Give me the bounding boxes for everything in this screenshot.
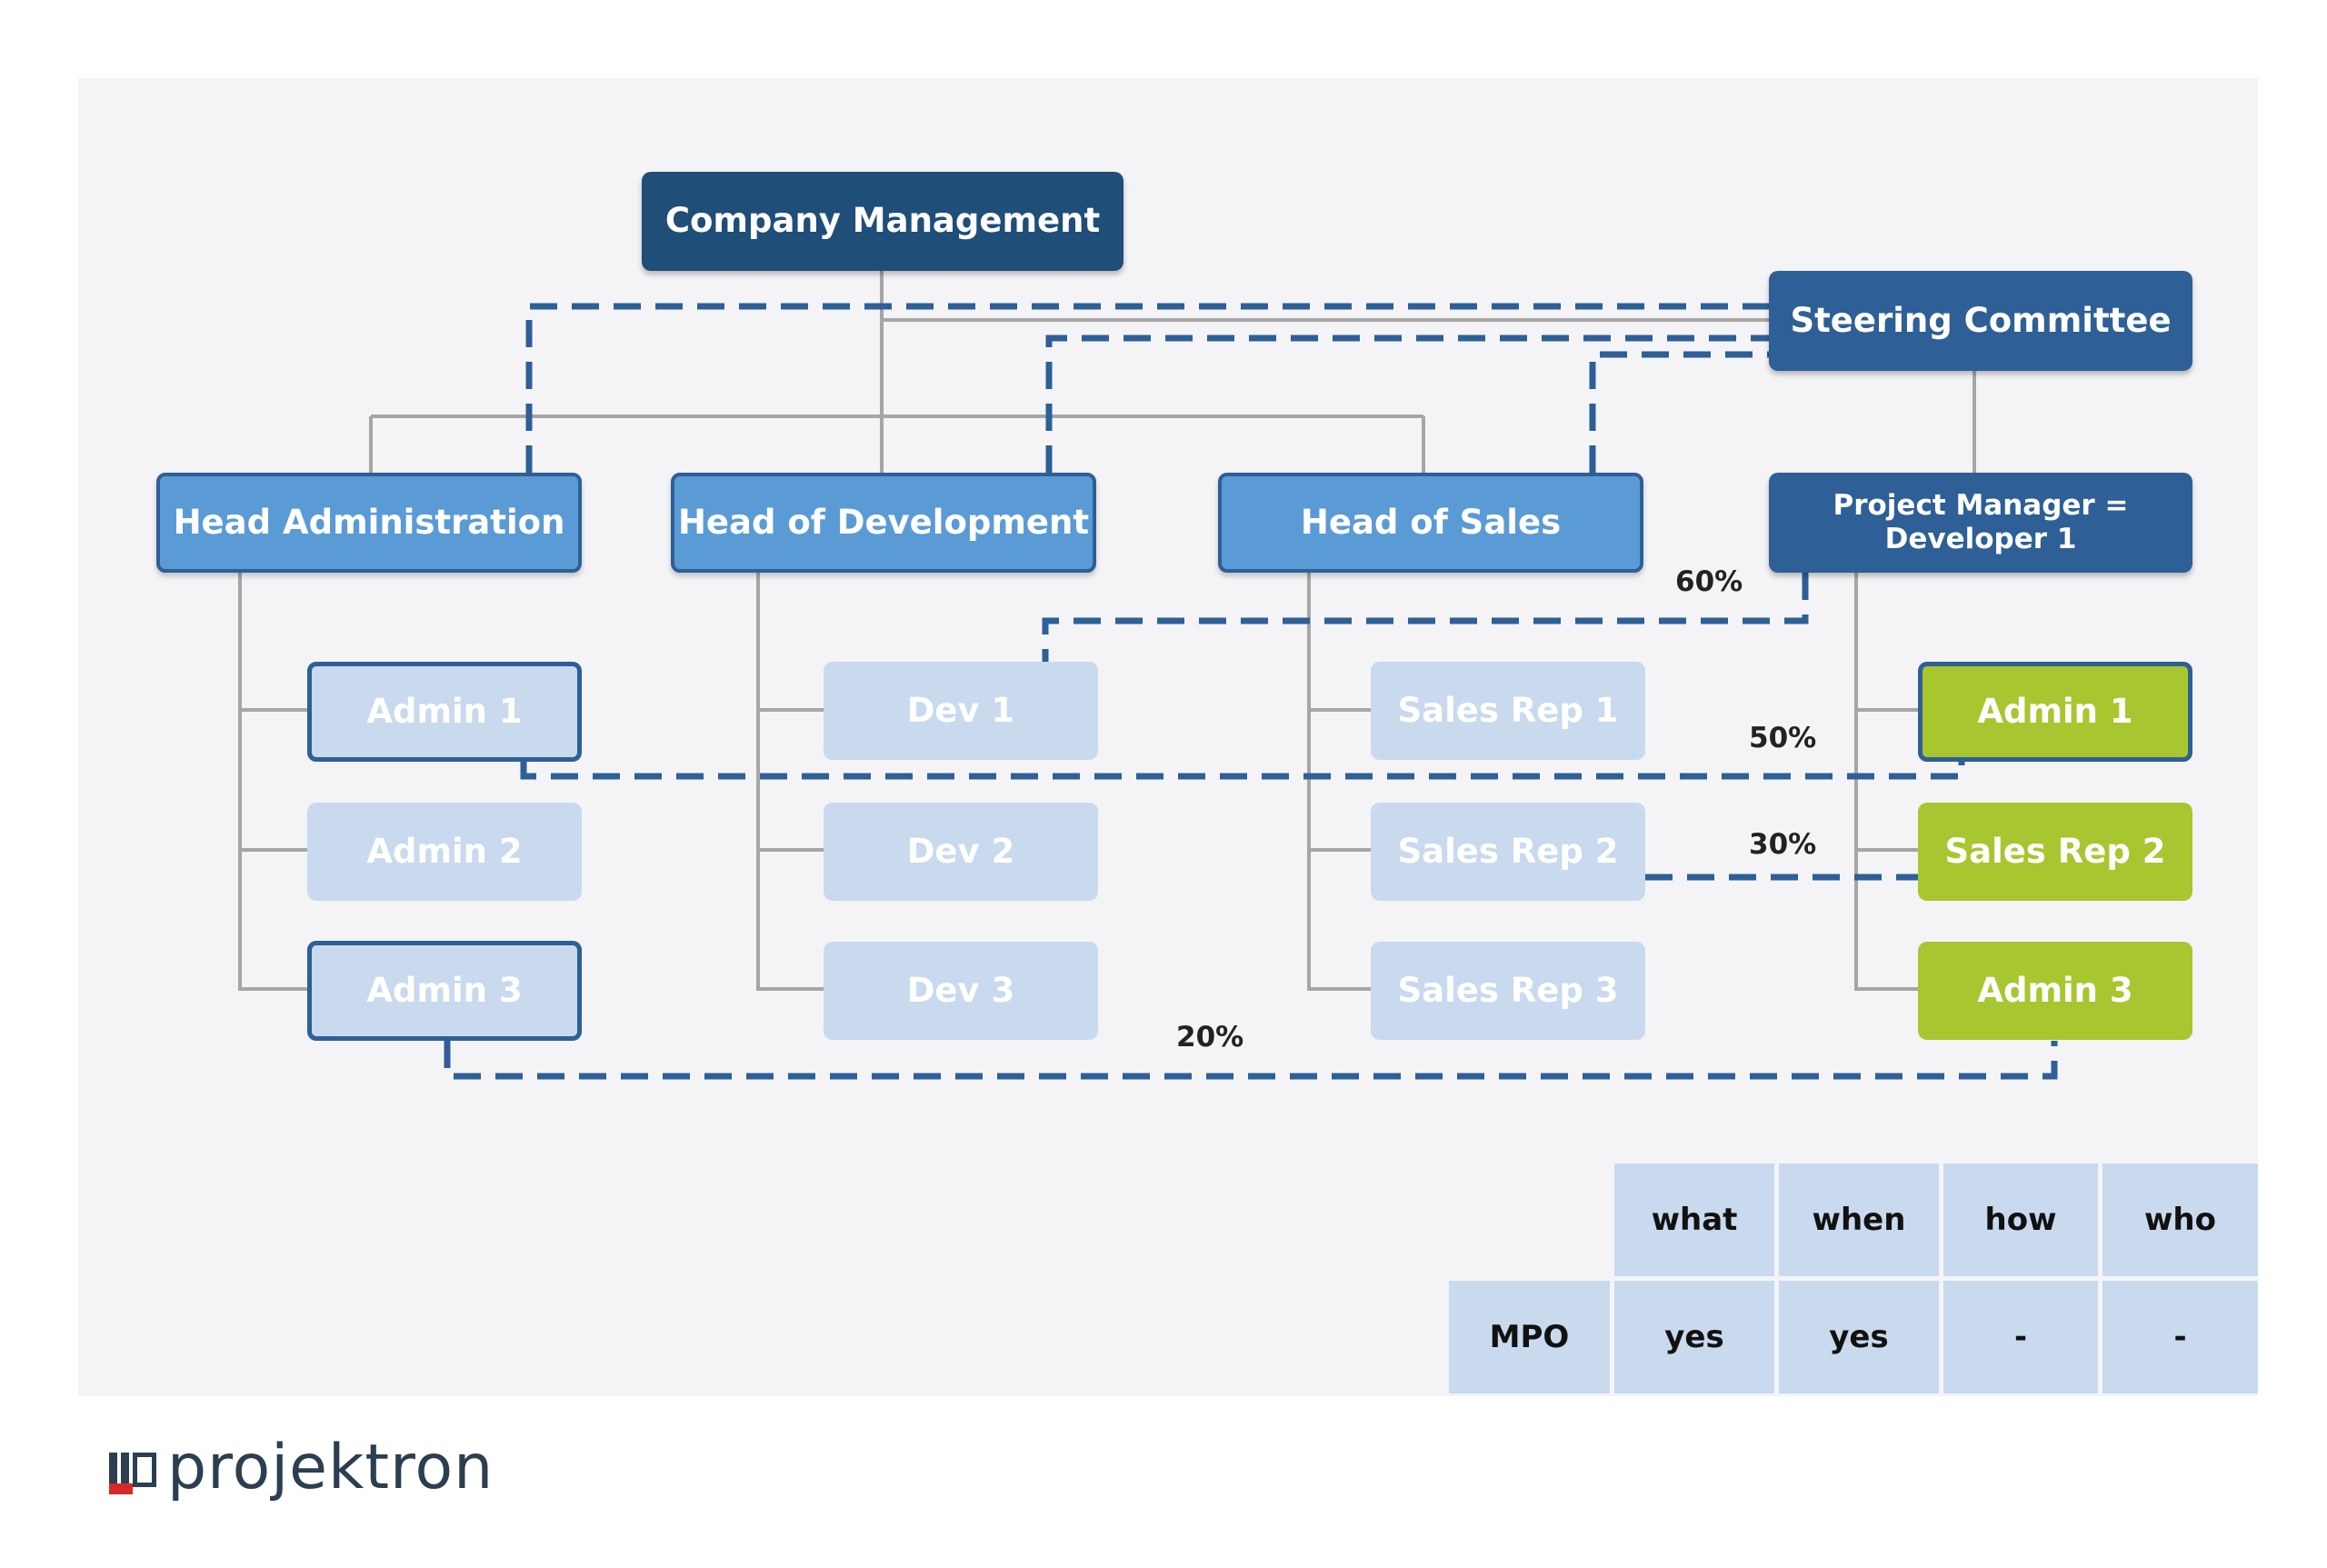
head-administration-label: Head Administration: [173, 502, 565, 542]
table-header-what-text: what: [1651, 1202, 1738, 1238]
admin-1-label: Admin 1: [366, 691, 523, 731]
admin-3-box: Admin 3: [307, 941, 582, 1041]
sales-rep-1-box: Sales Rep 1: [1371, 662, 1645, 760]
head-development-box: Head of Development: [671, 473, 1096, 573]
steering-committee-box: Steering Committee: [1769, 271, 2192, 371]
table-header-when-text: when: [1812, 1202, 1906, 1238]
dev-2-label: Dev 2: [906, 831, 1015, 871]
table-header-how: how: [1943, 1164, 2098, 1276]
project-manager-box: Project Manager = Developer 1: [1769, 473, 2192, 573]
table-header-how-text: how: [1984, 1202, 2057, 1238]
team-sales-rep-2-label: Sales Rep 2: [1944, 831, 2166, 871]
steering-committee-label: Steering Committee: [1790, 300, 2172, 340]
dev-1-box: Dev 1: [824, 662, 1098, 760]
table-header-who-text: who: [2144, 1202, 2216, 1238]
table-cell-who-text: -: [2173, 1319, 2187, 1355]
table-cell-how-text: -: [2013, 1319, 2028, 1355]
project-manager-label-line2: Developer 1: [1884, 523, 2077, 555]
sales-rep-3-box: Sales Rep 3: [1371, 942, 1645, 1040]
dev-3-box: Dev 3: [824, 942, 1098, 1040]
head-development-label: Head of Development: [677, 502, 1090, 542]
company-management-label: Company Management: [664, 201, 1101, 241]
sales-rep-3-label: Sales Rep 3: [1397, 970, 1619, 1010]
head-administration-box: Head Administration: [156, 473, 582, 573]
dev-2-box: Dev 2: [824, 803, 1098, 901]
team-admin-1-box: Admin 1: [1918, 662, 2192, 762]
table-header-when: when: [1779, 1164, 1939, 1276]
table-cell-how: -: [1943, 1281, 2098, 1393]
projektron-logo-text: projektron: [167, 1432, 494, 1503]
company-management-box: Company Management: [642, 172, 1124, 271]
hierarchy-lines: [238, 271, 1976, 991]
admin-2-box: Admin 2: [307, 803, 582, 901]
allocation-30-label: 30%: [1749, 828, 1817, 861]
table-cell-when: yes: [1779, 1281, 1939, 1393]
team-sales-rep-2-box: Sales Rep 2: [1918, 803, 2192, 901]
table-header-what: what: [1614, 1164, 1774, 1276]
dev-3-label: Dev 3: [906, 970, 1015, 1010]
allocation-60-label: 60%: [1675, 565, 1743, 598]
head-sales-box: Head of Sales: [1218, 473, 1643, 573]
sales-rep-2-label: Sales Rep 2: [1397, 831, 1619, 871]
sales-rep-2-box: Sales Rep 2: [1371, 803, 1645, 901]
team-admin-3-box: Admin 3: [1918, 942, 2192, 1040]
team-admin-1-label: Admin 1: [1977, 691, 2133, 731]
projektron-logo: projektron: [109, 1432, 494, 1503]
projektron-logo-icon: [109, 1442, 156, 1494]
table-cell-what: yes: [1614, 1281, 1774, 1393]
sales-rep-1-label: Sales Rep 1: [1397, 690, 1619, 730]
allocation-20-label: 20%: [1176, 1021, 1244, 1054]
table-header-who: who: [2102, 1164, 2258, 1276]
allocation-50-label: 50%: [1749, 722, 1817, 754]
admin-3-label: Admin 3: [366, 970, 523, 1010]
table-cell-when-text: yes: [1829, 1319, 1889, 1355]
dev-1-label: Dev 1: [906, 690, 1015, 730]
admin-2-label: Admin 2: [366, 831, 523, 871]
dashed-reporting-lines: [444, 303, 2058, 1080]
admin-1-box: Admin 1: [307, 662, 582, 762]
head-sales-label: Head of Sales: [1300, 502, 1562, 542]
team-admin-3-label: Admin 3: [1977, 970, 2133, 1010]
table-row-label: MPO: [1449, 1281, 1610, 1393]
table-row-label-text: MPO: [1489, 1319, 1570, 1355]
table-cell-who: -: [2102, 1281, 2258, 1393]
project-manager-label-line1: Project Manager =: [1833, 488, 2129, 522]
table-cell-what-text: yes: [1664, 1319, 1724, 1355]
